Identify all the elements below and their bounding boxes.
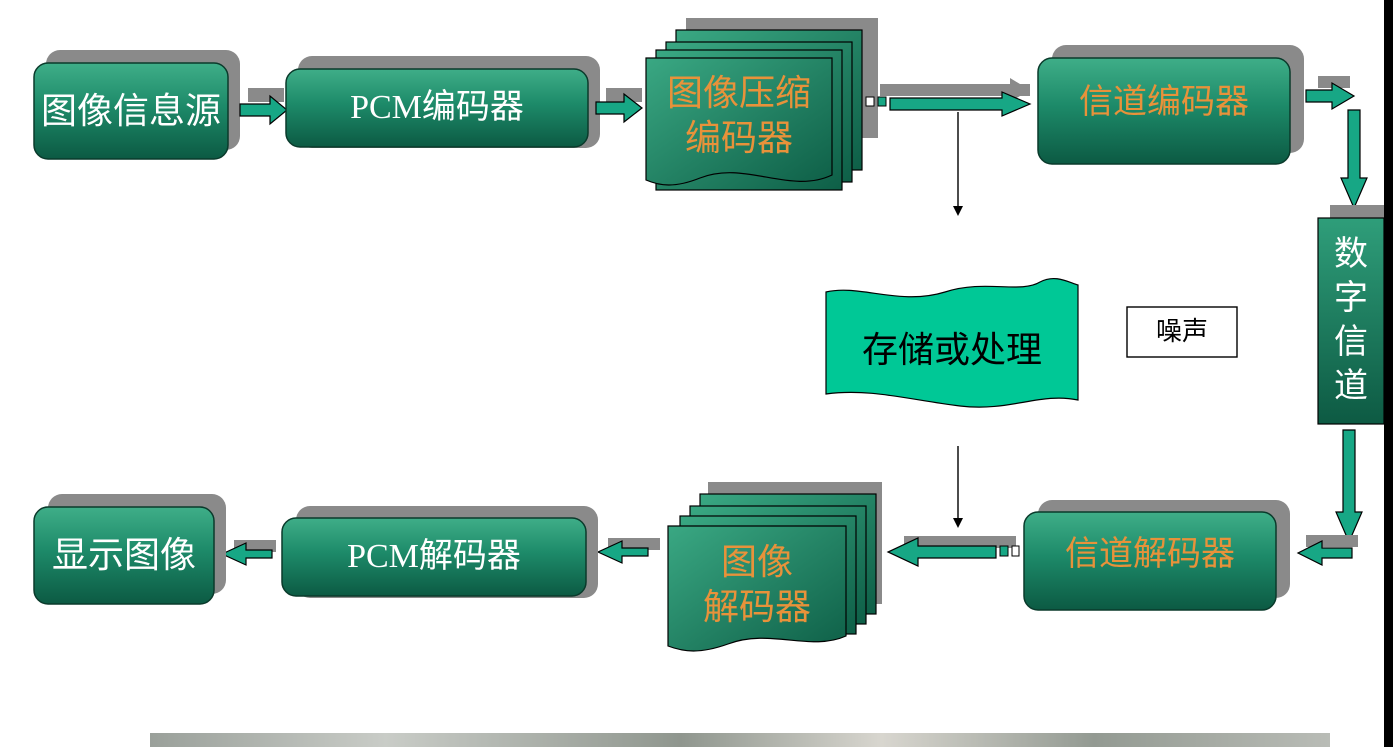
image-decoder-node [667,482,882,652]
arrow-pcm-to-compress [595,88,643,124]
arrow-into-channel-decoder [1296,535,1358,566]
right-edge-bar [1384,0,1393,747]
channel-encoder-node [1037,45,1304,165]
bottom-decorative-strip [150,733,1330,747]
pcm-encoder-node [285,56,600,148]
arrow-channel-to-image-decoder [886,536,1020,567]
arrow-pcm-to-display [220,540,276,566]
digital-channel-node [1317,205,1386,425]
display-node [33,494,226,605]
arrow-from-digital-channel [1335,429,1363,544]
storage-node [825,278,1079,408]
noise-node [1126,306,1238,358]
pcm-decoder-node [281,506,598,598]
arrow-compress-to-channel [865,78,1032,117]
arrow-channel-encoder-out [1305,76,1356,111]
compress-encoder-node [645,18,878,191]
arrow-image-to-pcm-decoder [596,538,660,564]
arrow-to-digital-channel [1340,109,1368,210]
arrow-to-storage [953,112,963,216]
source-node [33,50,240,160]
arrow-from-storage [953,446,963,528]
arrow-source-to-pcm [239,88,288,126]
channel-decoder-node [1023,500,1290,611]
